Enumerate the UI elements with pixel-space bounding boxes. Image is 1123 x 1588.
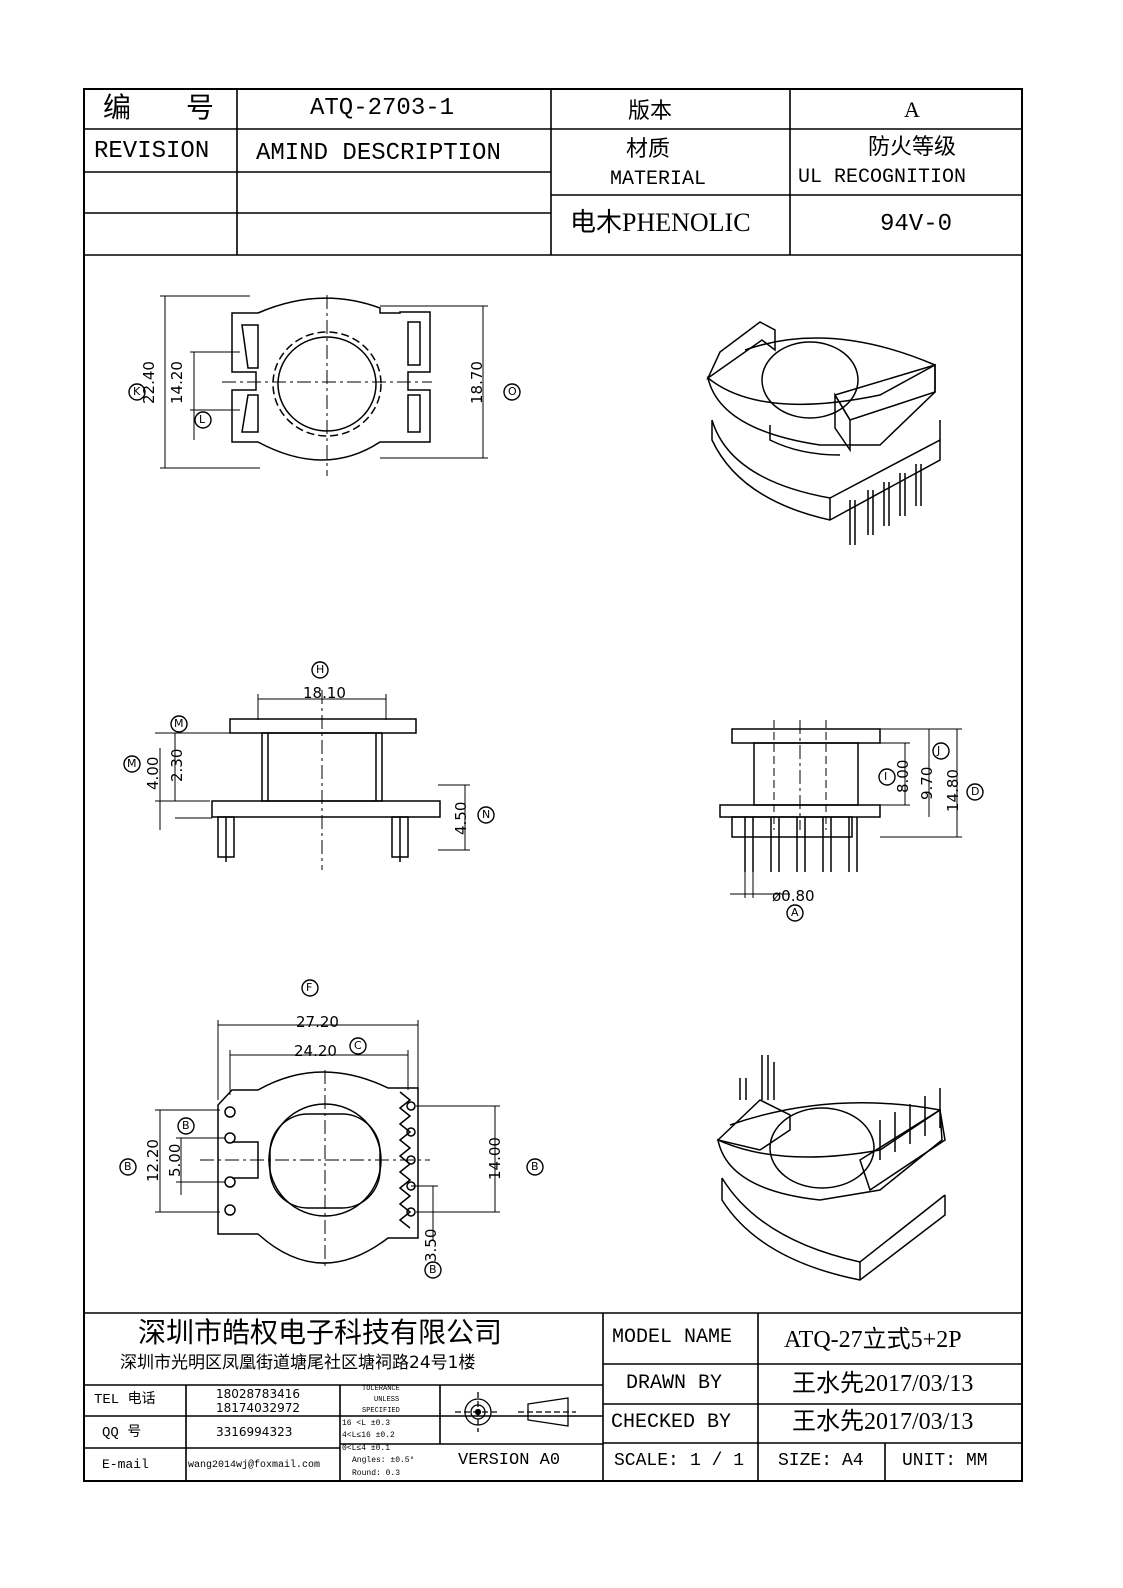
checked-by-label: CHECKED BY: [611, 1411, 732, 1434]
tolerance-line-8: Round: 0.3: [352, 1469, 401, 1478]
company-address: 深圳市光明区凤凰街道塘尾社区塘祠路24号1楼: [120, 1353, 476, 1373]
iso-view-bottom: [716, 1055, 946, 1281]
drawn-by-label: DRAWN BY: [626, 1372, 723, 1395]
bottom-view-outline: [217, 1071, 419, 1264]
callout-circles: [119, 383, 984, 1279]
material-label-en: MATERIAL: [610, 168, 707, 191]
tolerance-line-5: 4<L≤16 ±0.2: [342, 1431, 395, 1440]
number-label: 编 号: [103, 93, 239, 124]
dim-22-40: 22.40: [140, 361, 158, 404]
callout-h: H: [316, 663, 325, 676]
tolerance-line-3: SPECIFIED: [362, 1407, 400, 1415]
callout-b3: B: [531, 1160, 539, 1173]
size-value: A4: [842, 1451, 864, 1471]
tolerance-line-1: TOLERANCE: [362, 1385, 400, 1393]
dim-24-20: 24.20: [294, 1042, 337, 1060]
amind-description-label: AMIND DESCRIPTION: [256, 140, 501, 167]
qq-value: 3316994323: [216, 1425, 293, 1439]
dim-9-70: 9.70: [918, 766, 936, 800]
email-value: wang2014wj@foxmail.com: [188, 1460, 321, 1471]
callout-d: D: [971, 785, 980, 798]
dim-18-10: 18.10: [303, 684, 346, 702]
version-text: VERSION A0: [458, 1451, 561, 1470]
material-label-cn: 材质: [626, 136, 671, 161]
tolerance-line-4: 16 <L ±0.3: [342, 1419, 391, 1428]
tolerance-line-7: Angles: ±0.5°: [352, 1456, 415, 1465]
tolerance-line-6: 0<L≤4 ±0.1: [342, 1444, 391, 1453]
dim-18-70: 18.70: [468, 361, 486, 404]
version-label: 版本: [628, 98, 673, 123]
dim-5-00: 5.00: [166, 1143, 184, 1177]
callout-j: J: [937, 744, 941, 757]
iso-view-top: [706, 321, 941, 545]
model-name-label: MODEL NAME: [612, 1326, 733, 1349]
callout-m2: M: [127, 757, 137, 770]
right-view-outline: [719, 728, 881, 872]
dim-8-00: 8.00: [894, 759, 912, 793]
dim-12-20: 12.20: [144, 1139, 162, 1182]
model-name-value: ATQ-27立式5+2P: [784, 1327, 962, 1353]
number-value: ATQ-2703-1: [310, 95, 455, 122]
callout-n: N: [482, 808, 491, 821]
callout-a: A: [791, 906, 799, 919]
ul-label-en: UL RECOGNITION: [798, 166, 967, 189]
ul-label-cn: 防火等级: [868, 134, 957, 159]
unit-label: UNIT:: [902, 1451, 957, 1471]
tel-value-2: 18174032972: [216, 1401, 300, 1415]
ul-value: 94V-0: [880, 211, 953, 238]
tel-label: TEL 电话: [94, 1392, 156, 1408]
dim-3-50: 3.50: [422, 1228, 440, 1262]
side-view-outline: [211, 718, 441, 862]
top-view-outline: [231, 297, 431, 461]
dim-27-20: 27.20: [296, 1013, 339, 1031]
scale-label: SCALE:: [614, 1451, 679, 1471]
dim-14-20: 14.20: [168, 361, 186, 404]
drawn-by-value: 王水先2017/03/13: [792, 1371, 974, 1397]
scale-value: 1 / 1: [690, 1451, 745, 1471]
callout-i: I: [884, 770, 888, 783]
callout-f: F: [306, 981, 313, 994]
callout-b1: B: [182, 1119, 190, 1132]
callout-m1: M: [174, 717, 184, 730]
version-value: A: [904, 97, 920, 122]
tel-value-1: 18028783416: [216, 1387, 300, 1401]
dim-2-30: 2.30: [168, 748, 186, 782]
callout-b4: B: [429, 1263, 437, 1276]
revision-label: REVISION: [94, 138, 210, 165]
qq-label: QQ 号: [102, 1425, 142, 1441]
dim-4-50: 4.50: [452, 801, 470, 835]
callout-b2: B: [124, 1160, 132, 1173]
material-value: 电木PHENOLIC: [570, 208, 751, 237]
drawing-frame: [83, 88, 1023, 1482]
callout-k: K: [133, 385, 141, 398]
company-name: 深圳市皓权电子科技有限公司: [138, 1316, 503, 1349]
tolerance-line-2: UNLESS: [374, 1396, 400, 1404]
dim-14-80: 14.80: [944, 769, 962, 812]
dim-4-00: 4.00: [144, 756, 162, 790]
dim-14-00: 14.00: [486, 1137, 504, 1180]
projection-symbol-group: [455, 1392, 576, 1432]
callout-c: C: [354, 1039, 362, 1052]
callout-o: O: [508, 385, 517, 398]
callout-l: L: [199, 413, 206, 426]
size-label: SIZE:: [778, 1451, 833, 1471]
dim-diameter-0-80: ø0.80: [772, 887, 815, 905]
email-label: E-mail: [102, 1457, 149, 1472]
checked-by-value: 王水先2017/03/13: [792, 1409, 974, 1435]
unit-value: MM: [966, 1451, 988, 1471]
